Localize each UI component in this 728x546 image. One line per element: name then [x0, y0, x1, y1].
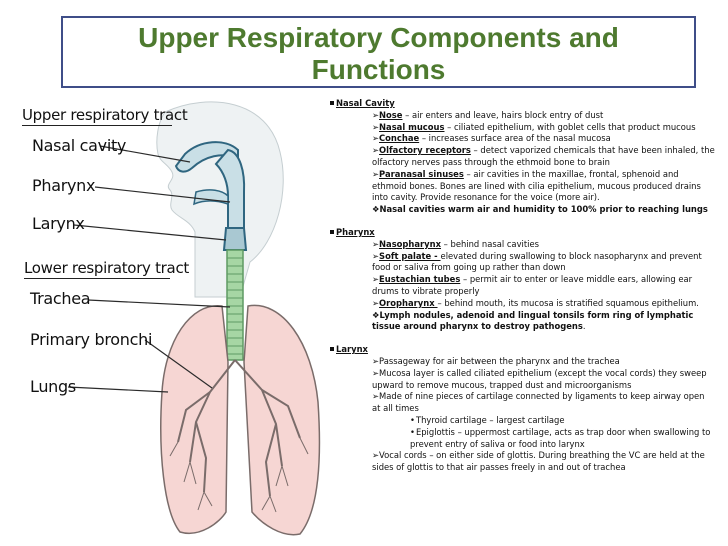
label-lungs: Lungs: [30, 377, 76, 396]
pointer-lungs: [67, 386, 169, 393]
lower-tract-heading: Lower respiratory tract: [24, 259, 189, 277]
item-term: Nose: [379, 109, 403, 120]
item-text: Lymph nodules, adenoid and lingual tonsi…: [372, 309, 694, 332]
item-text: Epiglottis – uppermost cartilage, acts a…: [410, 426, 711, 449]
bullet-square-icon: [330, 347, 334, 352]
item-term: Soft palate -: [379, 250, 441, 261]
label-trachea: Trachea: [30, 289, 91, 308]
item-text: – behind nasal cavities: [441, 238, 539, 249]
list-item: ➢Nasopharynx – behind nasal cavities: [372, 238, 539, 249]
section-heading-text: Pharynx: [336, 226, 375, 237]
pointer-trachea: [87, 299, 231, 308]
item-text: Passageway for air between the pharynx a…: [379, 355, 620, 366]
item-term: Oropharynx: [379, 297, 438, 308]
title-line-1: Upper Respiratory Components and: [138, 22, 619, 53]
section-nasal-cavity: Nasal Cavity ➢Nose – air enters and leav…: [330, 98, 715, 216]
list-item: ➢Nose – air enters and leave, hairs bloc…: [372, 109, 604, 120]
label-primary-bronchi: Primary bronchi: [30, 330, 153, 349]
list-item: ➢Conchae – increases surface area of the…: [372, 133, 611, 144]
item-term: Nasal mucous: [379, 121, 445, 132]
nasal-cavity-shape: [174, 141, 239, 173]
list-item: ➢Paranasal sinuses – air cavities in the…: [372, 168, 701, 203]
bronchial-tree: [177, 359, 301, 497]
section-heading: Larynx: [330, 344, 715, 356]
section-larynx: Larynx ➢Passageway for air between the p…: [330, 344, 715, 474]
larynx-shape: [222, 227, 248, 251]
item-text: Vocal cords – on either side of glottis.…: [372, 450, 705, 473]
list-item: ➢Made of nine pieces of cartilage connec…: [372, 391, 705, 414]
item-text: – air enters and leave, hairs block entr…: [402, 109, 604, 120]
list-item: ➢Olfactory receptors – detect vaporized …: [372, 145, 715, 167]
list-item: ➢Vocal cords – on either side of glottis…: [372, 450, 705, 473]
pointer-larynx: [73, 224, 227, 241]
item-text: Thyroid cartilage – largest cartilage: [415, 414, 565, 425]
list-item: ➢Mucosa layer is called ciliated epithel…: [372, 367, 707, 390]
label-larynx: Larynx: [32, 214, 85, 233]
lower-heading-underline: [24, 278, 170, 279]
item-tail: .: [582, 321, 586, 332]
item-term: Nasopharynx: [379, 238, 441, 249]
notes-column: Nasal Cavity ➢Nose – air enters and leav…: [330, 98, 715, 485]
item-text: Mucosa layer is called ciliated epitheli…: [372, 367, 707, 390]
pointer-primary-bronchi: [144, 339, 213, 389]
pointer-pharynx: [94, 186, 231, 203]
respiratory-illustration: Upper respiratory tract Nasal cavity Pha…: [0, 92, 330, 546]
list-item-emphasis: ❖Lymph nodules, adenoid and lingual tons…: [372, 309, 694, 332]
left-lung-shape: [160, 305, 229, 535]
item-term: Conchae: [379, 133, 420, 144]
anatomy-drawing: [67, 101, 321, 536]
item-text: – permit air to enter or leave middle ea…: [372, 274, 693, 296]
item-term: Paranasal sinuses: [379, 168, 464, 179]
item-text: – increases surface area of the nasal mu…: [419, 133, 611, 144]
label-pharynx: Pharynx: [32, 176, 96, 195]
section-heading-text: Nasal Cavity: [336, 98, 395, 108]
list-item: ➢Nasal mucous – ciliated epithelium, wit…: [372, 121, 696, 132]
sub-list-item: •Epiglottis – uppermost cartilage, acts …: [410, 426, 711, 449]
bullet-square-icon: [330, 101, 334, 105]
item-text: – ciliated epithelium, with goblet cells…: [444, 121, 696, 132]
slide-title: Upper Respiratory Components and Functio…: [61, 16, 696, 88]
item-term: Olfactory receptors: [379, 145, 471, 156]
item-text: – detect vaporized chemicals that have b…: [372, 145, 715, 167]
item-text: Made of nine pieces of cartilage connect…: [372, 391, 705, 414]
upper-tract-heading: Upper respiratory tract: [22, 106, 188, 124]
label-nasal-cavity: Nasal cavity: [32, 136, 127, 155]
item-text: – air cavities in the maxillae, frontal,…: [372, 168, 701, 203]
section-heading: Nasal Cavity: [330, 98, 715, 110]
section-heading: Pharynx: [330, 227, 715, 239]
section-heading-text: Larynx: [336, 344, 368, 355]
title-line-2: Functions: [311, 54, 446, 85]
right-lung-shape: [243, 304, 321, 536]
list-item: ➢Eustachian tubes – permit air to enter …: [372, 274, 693, 296]
item-text: elevated during swallowing to block naso…: [372, 250, 702, 273]
section-pharynx: Pharynx ➢Nasopharynx – behind nasal cavi…: [330, 227, 715, 333]
list-item: ➢Oropharynx – behind mouth, its mucosa i…: [372, 297, 699, 308]
item-text: – behind mouth, its mucosa is stratified…: [437, 297, 699, 308]
item-text: Nasal cavities warm air and humidity to …: [379, 204, 708, 215]
list-item: ➢Passageway for air between the pharynx …: [372, 355, 620, 366]
bullet-square-icon: [330, 229, 334, 234]
list-item-emphasis: ❖Nasal cavities warm air and humidity to…: [372, 204, 708, 215]
upper-heading-underline: [22, 125, 172, 126]
sub-list-item: •Thyroid cartilage – largest cartilage: [410, 414, 565, 425]
list-item: ➢Soft palate - elevated during swallowin…: [372, 250, 702, 273]
item-term: Eustachian tubes: [379, 274, 461, 285]
pointer-nasal-cavity: [99, 145, 191, 163]
